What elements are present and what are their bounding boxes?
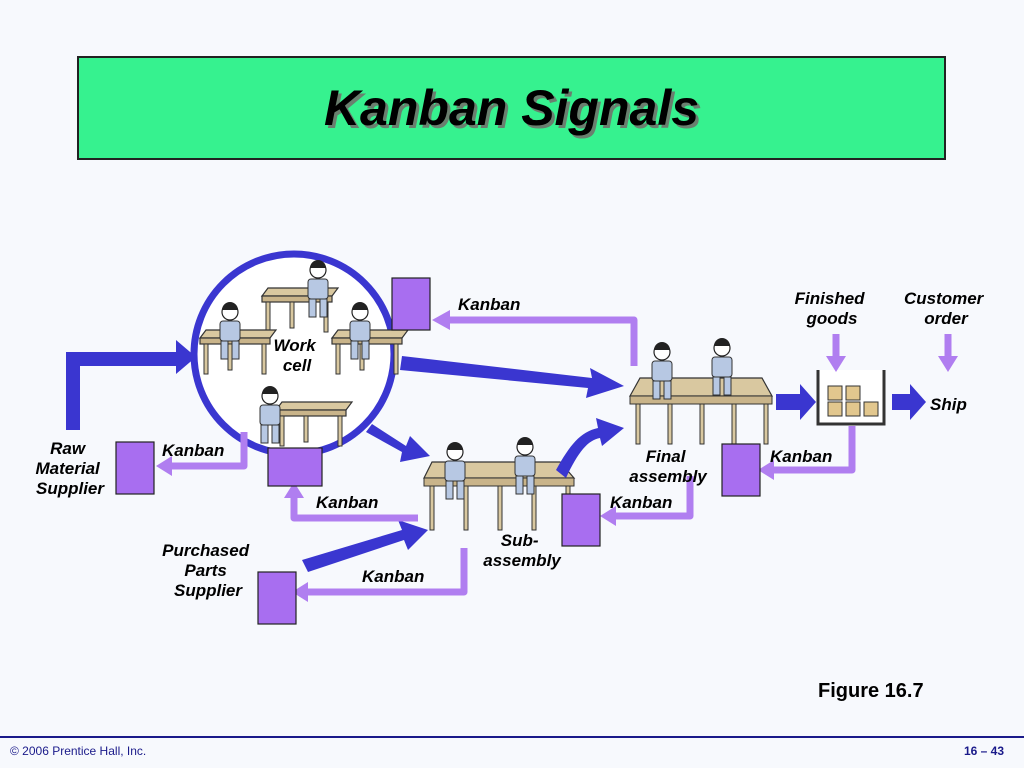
raw-to-workcell-arrow — [66, 340, 196, 430]
purchased-parts-label: Purchased Parts Supplier — [162, 541, 254, 600]
kanban-arrow-raw — [170, 432, 248, 470]
kanban-arrow-finished — [772, 426, 856, 474]
purchased-to-sub-arrow — [302, 520, 428, 572]
material-flow-arrows — [66, 340, 926, 572]
kanban-label-finished: Kanban — [770, 447, 832, 466]
kanban-arrow-workcell — [290, 496, 418, 522]
page-number: 16 – 43 — [963, 744, 1004, 758]
kanban-label-sub: Kanban — [610, 493, 672, 512]
work-cell-label: Work cell — [274, 336, 321, 375]
workcell-to-sub-arrow — [366, 424, 430, 462]
footer-divider — [0, 736, 1024, 738]
customer-order-label: Customer order — [904, 289, 988, 328]
kanban-label-raw: Kanban — [162, 441, 224, 460]
final-assembly-label: Final assembly — [629, 447, 708, 486]
final-to-finished-arrow — [776, 384, 816, 420]
sub-assembly-line — [423, 436, 576, 531]
sub-assembly-label: Sub- assembly — [483, 531, 562, 570]
kanban-arrowheads — [156, 310, 958, 602]
finished-to-ship-arrow — [892, 384, 926, 420]
kanban-signal-arrows — [170, 316, 952, 596]
kanban-card-workcell — [267, 447, 323, 487]
final-assembly-line — [628, 337, 774, 445]
finished-goods-bin — [816, 370, 886, 426]
kanban-label-purchased: Kanban — [362, 567, 424, 586]
kanban-arrow-top — [448, 316, 638, 366]
title-banner: Kanban Signals — [77, 56, 946, 160]
slide-title: Kanban Signals — [323, 80, 700, 136]
kanban-label-workcell: Kanban — [316, 493, 378, 512]
kanban-cards — [115, 277, 761, 625]
kanban-arrow-sub — [614, 476, 694, 520]
sub-to-final-arrow — [556, 418, 624, 478]
kanban-arrow-purchased — [306, 548, 468, 596]
ship-label: Ship — [930, 395, 967, 414]
workcell-to-final-arrow — [400, 356, 624, 398]
kanban-card-top — [391, 277, 431, 331]
figure-label: Figure 16.7 — [818, 680, 924, 702]
kanban-card-finished — [721, 443, 761, 497]
copyright-text: © 2006 Prentice Hall, Inc. — [10, 744, 147, 758]
kanban-card-raw — [115, 441, 155, 495]
kanban-card-sub — [561, 493, 601, 547]
raw-material-label: Raw Material Supplier — [36, 439, 106, 498]
finished-goods-label: Finished goods — [795, 289, 870, 328]
kanban-card-purchased — [257, 571, 297, 625]
kanban-label-top: Kanban — [458, 295, 520, 314]
